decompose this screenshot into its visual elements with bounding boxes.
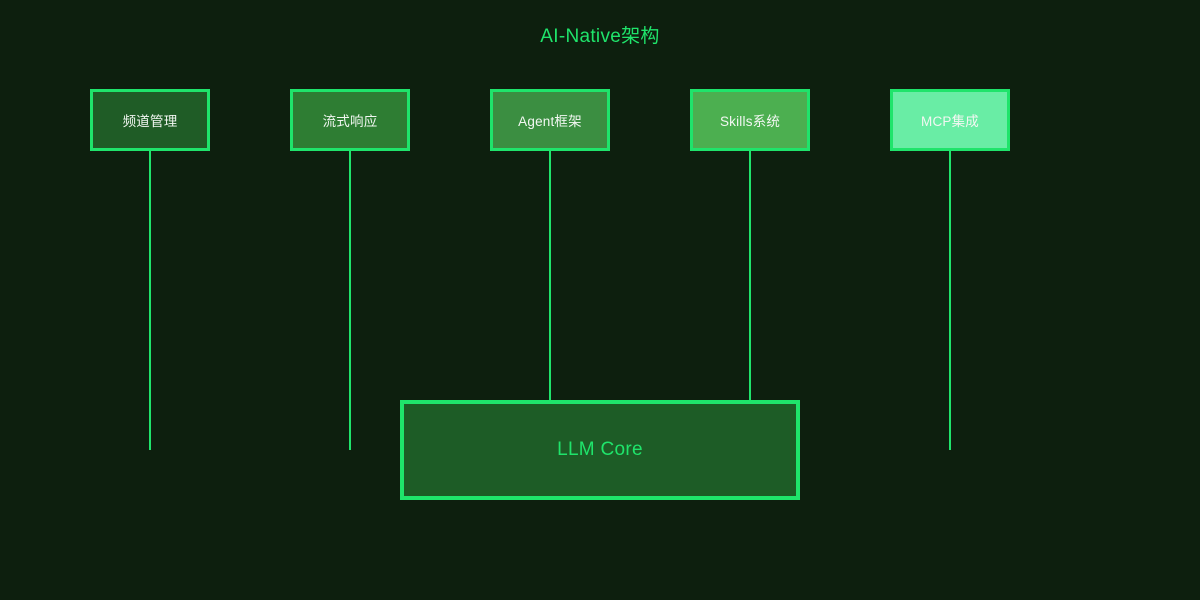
diagram-title: AI-Native架构 (540, 26, 660, 47)
module-label: 流式响应 (322, 114, 378, 129)
module-label: MCP集成 (921, 114, 979, 129)
module-box-agent-framework: Agent框架 (490, 89, 610, 151)
connector-line-skills (749, 151, 751, 450)
connector-line-mcp (949, 151, 951, 450)
module-label: Agent框架 (518, 114, 582, 129)
core-box-llm: LLM Core (400, 400, 800, 500)
core-label: LLM Core (557, 439, 643, 460)
connector-line-streaming (349, 151, 351, 450)
connector-line-agent (549, 151, 551, 450)
module-label: 频道管理 (122, 114, 178, 129)
module-box-mcp-integration: MCP集成 (890, 89, 1010, 151)
connector-line-channel (149, 151, 151, 450)
module-box-skills-system: Skills系统 (690, 89, 810, 151)
module-label: Skills系统 (719, 114, 781, 129)
module-box-streaming-response: 流式响应 (290, 89, 410, 151)
module-box-channel-management: 频道管理 (90, 89, 210, 151)
